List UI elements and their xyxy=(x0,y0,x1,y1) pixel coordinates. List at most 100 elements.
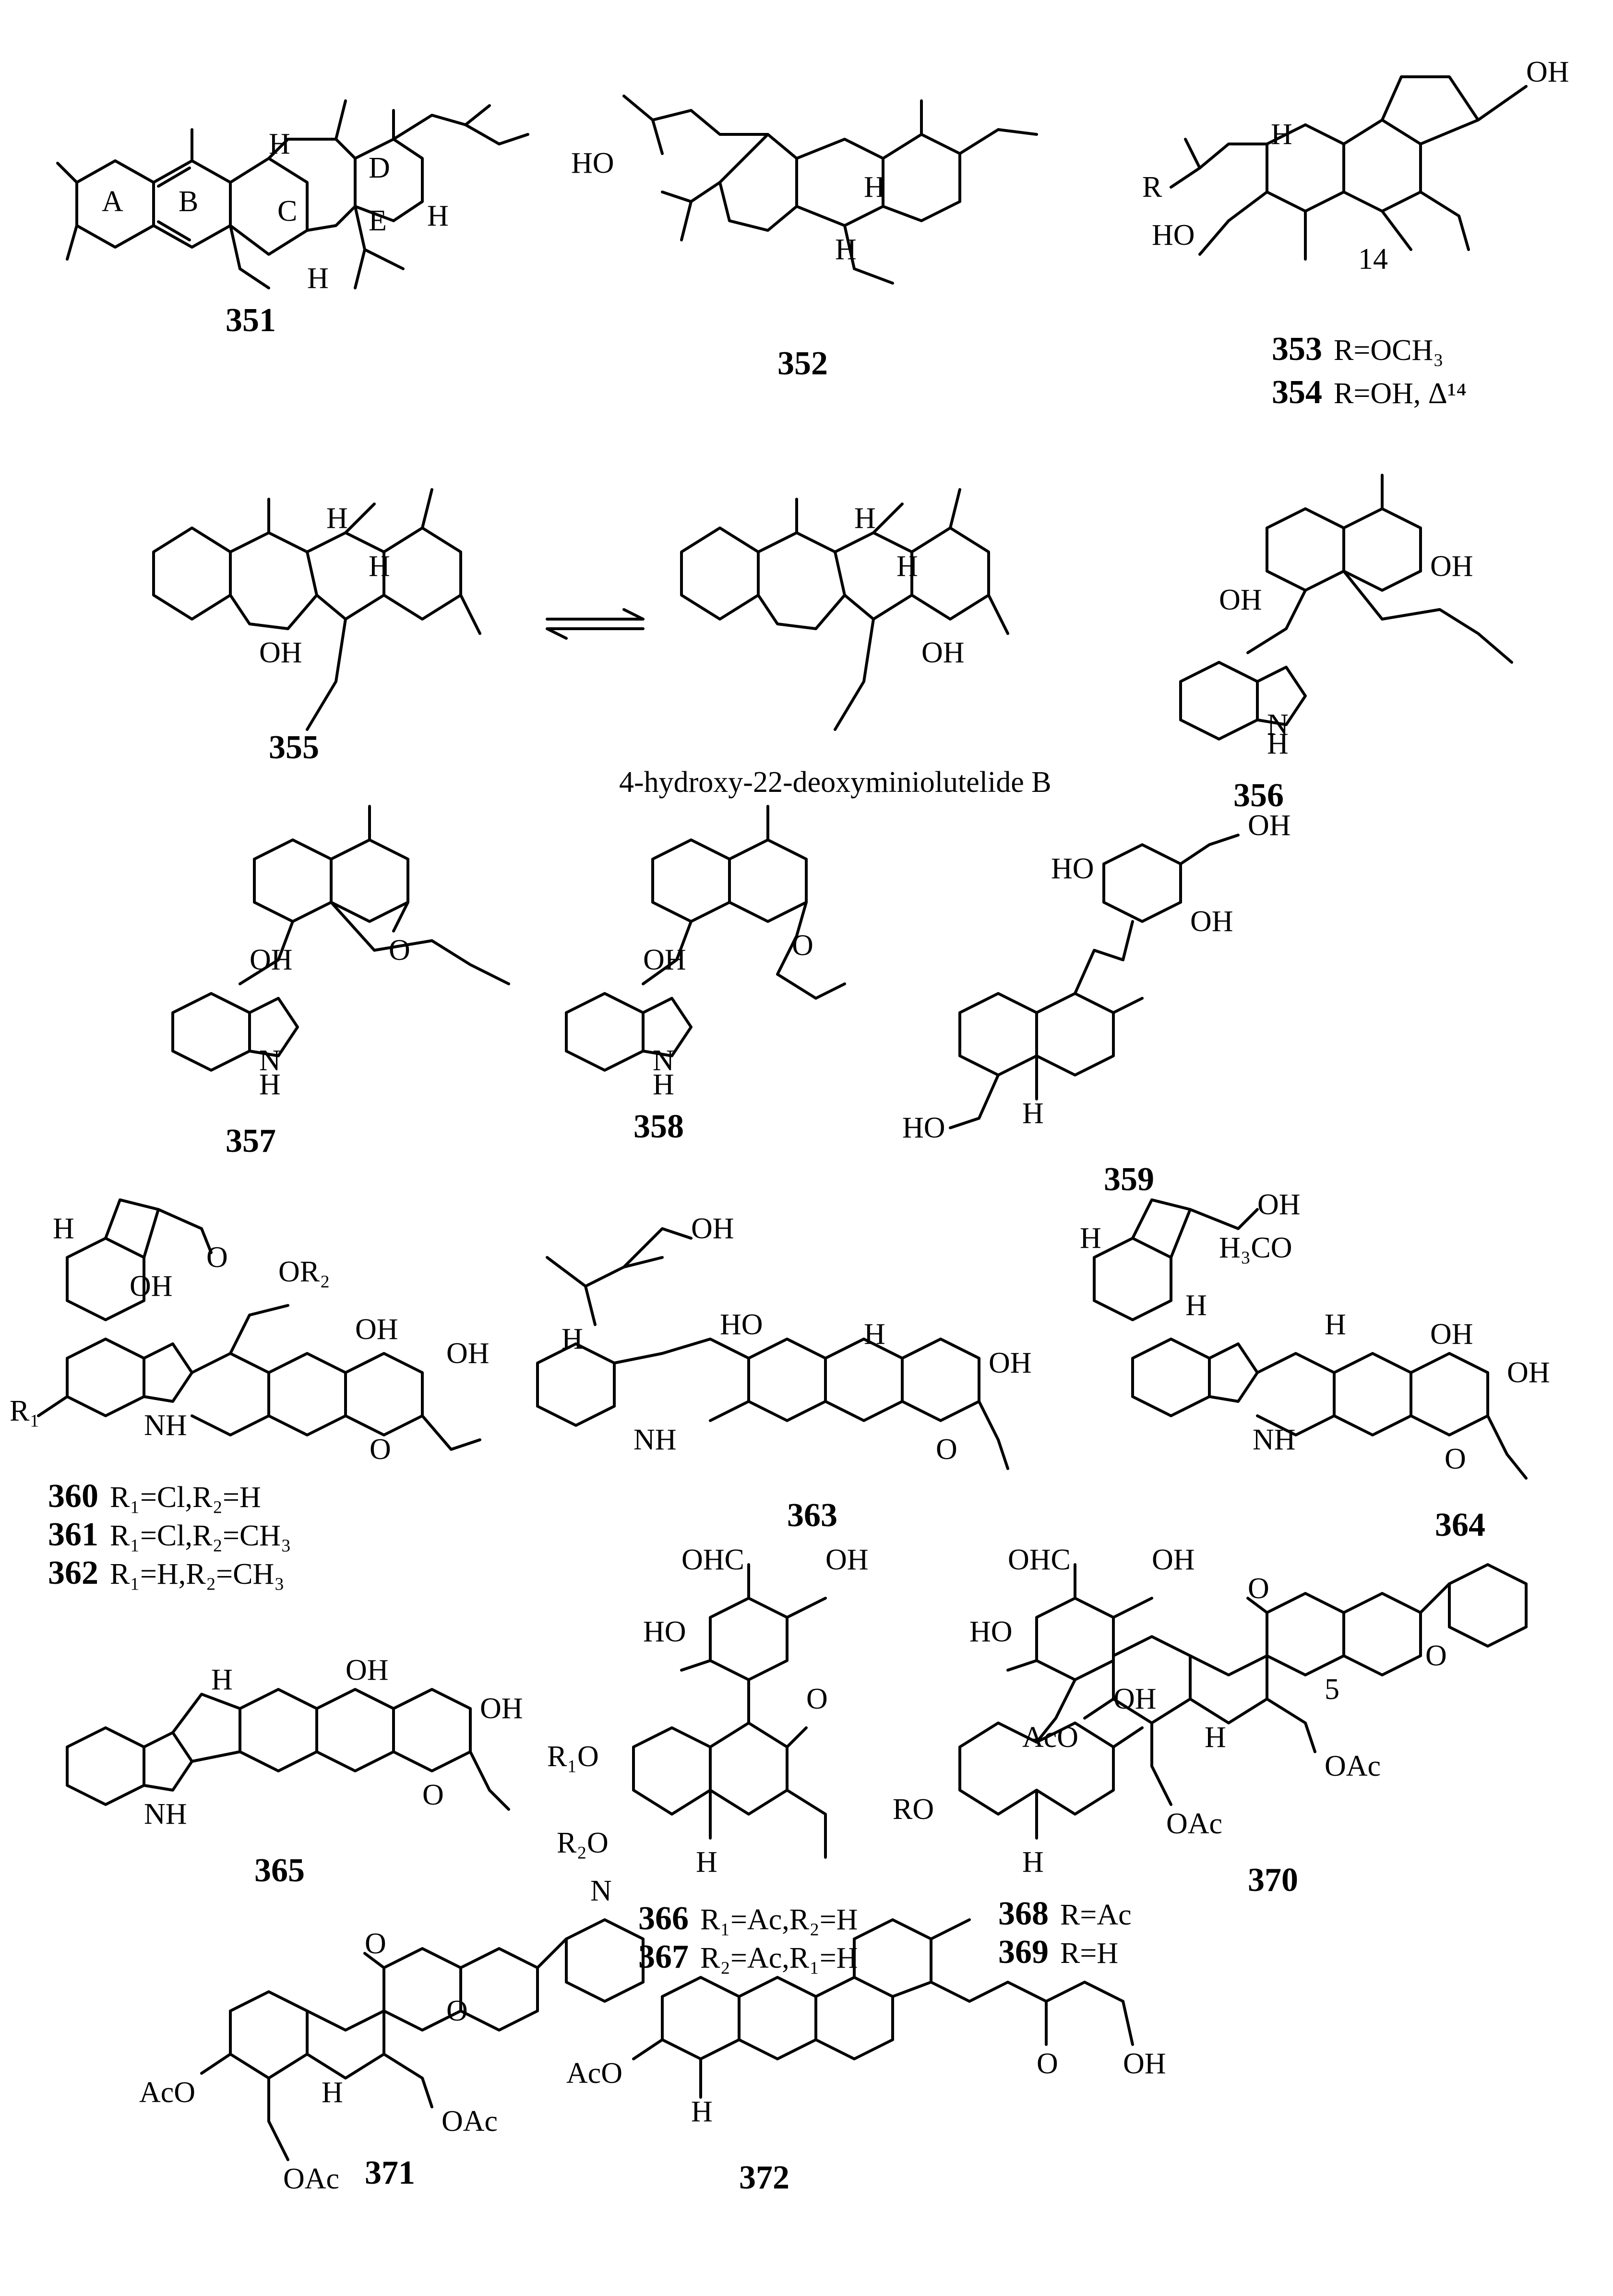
substituent: R=OCH₃ xyxy=(1334,334,1444,367)
atom-r: R xyxy=(1142,171,1162,203)
compound-370: 5 O O AcO OAc OAc H 370 xyxy=(1022,1563,1528,1899)
compound-365: H OH OH NH O 365 xyxy=(66,1654,523,1889)
compound-357: OH H O N 357 xyxy=(171,805,510,1160)
atom-h: H xyxy=(1022,1097,1044,1130)
atom-h: H xyxy=(1325,1308,1346,1341)
substituent: R₂=Ac,R₁=H xyxy=(700,1942,858,1974)
compound-id: 371 xyxy=(365,2154,415,2191)
compound-id: 355 xyxy=(269,729,319,766)
compound-366-367: OHC OH HO O R₁O R₂O H 366 R₁=Ac,R₂=H 367… xyxy=(547,1543,869,1975)
compound-363: OH HO H H OH O NH 363 xyxy=(536,1212,1032,1534)
atom-h: H xyxy=(427,200,449,232)
atom-h: H xyxy=(1271,118,1292,151)
atom-oh: OH xyxy=(1190,905,1233,938)
caption-367: 367 R₂=Ac,R₁=H xyxy=(638,1938,858,1975)
atom-n: N xyxy=(653,1044,674,1077)
caption-366: 366 R₁=Ac,R₂=H xyxy=(638,1900,858,1937)
compound-id: 360 xyxy=(48,1478,98,1515)
caption-361: 361 R₁=Cl,R₂=CH₃ xyxy=(48,1516,291,1553)
atom-o: O xyxy=(792,929,813,962)
ring-c-label: C xyxy=(277,195,297,227)
atom-oh: OH xyxy=(691,1212,734,1245)
atom-aco: AcO xyxy=(139,2076,195,2109)
locant-5: 5 xyxy=(1325,1673,1339,1706)
atom-r2o: R₂O xyxy=(557,1827,609,1859)
atom-oac: OAc xyxy=(283,2163,339,2195)
atom-ro: RO xyxy=(893,1793,934,1826)
atom-o: O xyxy=(1248,1572,1269,1605)
atom-ho: HO xyxy=(1051,852,1094,885)
atom-oh: OH xyxy=(1526,56,1569,88)
atom-nh: NH xyxy=(144,1798,187,1830)
substituent: R=Ac xyxy=(1060,1899,1132,1931)
compound-351: H C D E H H A B 351 xyxy=(56,99,529,339)
atom-r1: R₁ xyxy=(10,1395,40,1427)
atom-or2: OR₂ xyxy=(278,1256,330,1288)
atom-ohc: OHC xyxy=(1008,1543,1071,1576)
compound-id: 357 xyxy=(226,1123,276,1160)
atom-h: H xyxy=(653,1068,674,1101)
atom-h: H xyxy=(259,1068,281,1101)
compound-358: OH H O N 358 xyxy=(565,805,846,1145)
compound-id: 370 xyxy=(1248,1862,1298,1899)
compound-id: 352 xyxy=(777,345,828,382)
compound-id: 369 xyxy=(998,1934,1049,1971)
atom-ho: HO xyxy=(1152,219,1195,251)
atom-oh: OH xyxy=(355,1313,398,1346)
atom-oh: OH xyxy=(446,1337,490,1370)
atom-ho: HO xyxy=(571,147,614,179)
atom-oh: OH xyxy=(130,1270,173,1303)
atom-nh: NH xyxy=(144,1409,187,1442)
compound-368-369: OHC OH HO OH RO H 368 R=Ac 369 R=H xyxy=(893,1543,1195,1971)
caption-360: 360 R₁=Cl,R₂=H xyxy=(48,1478,261,1515)
atom-h: H xyxy=(1205,1721,1226,1754)
atom-ho: HO xyxy=(720,1308,763,1341)
ring-e-label: E xyxy=(369,204,387,237)
compound-360-362: H OH O OR₂ OH OH R₁ NH O 360 R₁=Cl,R₂=H … xyxy=(10,1198,490,1591)
ring-d-label: D xyxy=(369,152,390,184)
atom-ho: HO xyxy=(902,1112,945,1144)
atom-ohc: OHC xyxy=(681,1543,744,1576)
atom-o: O xyxy=(936,1433,957,1466)
atom-oh: OH xyxy=(989,1347,1032,1379)
atom-h3co: H₃CO xyxy=(1219,1232,1292,1264)
atom-o: O xyxy=(370,1433,391,1466)
atom-oh: OH xyxy=(1123,2047,1166,2080)
substituent: R₁=Cl,R₂=H xyxy=(110,1481,261,1514)
compound-id: 353 xyxy=(1272,331,1322,368)
equilibrium-arrow xyxy=(546,608,645,640)
locant-14: 14 xyxy=(1358,243,1388,275)
atom-h: H xyxy=(1022,1846,1044,1878)
compound-355: H H OH 355 xyxy=(152,488,481,766)
atom-aco: AcO xyxy=(566,2057,622,2090)
substituent: R₁=Cl,R₂=CH₃ xyxy=(110,1519,291,1552)
substituent: R=OH, Δ¹⁴ xyxy=(1334,377,1467,410)
atom-o: O xyxy=(446,1995,468,2027)
compound-372: AcO H O OH 372 xyxy=(566,1918,1166,2196)
compound-id: 354 xyxy=(1272,374,1322,411)
atom-o: O xyxy=(806,1683,828,1715)
compound-id: 363 xyxy=(787,1497,837,1534)
substituent: R=H xyxy=(1060,1937,1118,1970)
atom-o: O xyxy=(1037,2047,1058,2080)
atom-oh: OH xyxy=(1152,1543,1195,1576)
atom-oac: OAc xyxy=(1166,1807,1222,1840)
atom-oh: OH xyxy=(1430,1318,1473,1351)
atom-r1o: R₁O xyxy=(547,1740,599,1773)
atom-oh: OH xyxy=(346,1654,389,1686)
compound-id: 351 xyxy=(226,302,276,339)
atom-o: O xyxy=(1425,1639,1447,1672)
atom-ho: HO xyxy=(969,1615,1013,1648)
atom-h: H xyxy=(211,1663,233,1696)
atom-h: H xyxy=(1185,1289,1207,1322)
atom-oh: OH xyxy=(921,636,965,669)
atom-o: O xyxy=(389,934,410,967)
atom-oh: OH xyxy=(825,1543,869,1576)
atom-o: O xyxy=(1445,1443,1466,1475)
atom-oh: OH xyxy=(643,944,686,976)
compound-352: HO H H 352 xyxy=(571,95,1038,382)
atom-aco: AcO xyxy=(1022,1721,1078,1754)
atom-h: H xyxy=(854,502,876,535)
compound-id: 366 xyxy=(638,1900,689,1937)
